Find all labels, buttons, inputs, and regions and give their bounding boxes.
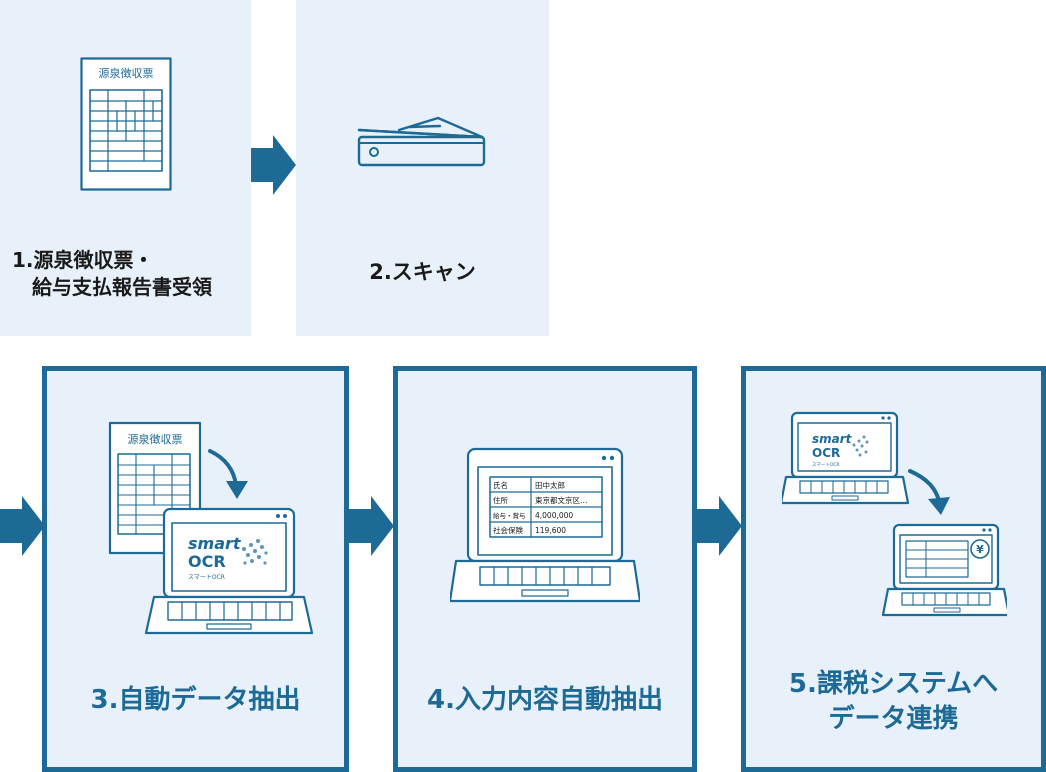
svg-text:源泉徴収票: 源泉徴収票 — [128, 432, 183, 446]
step-3-box: 源泉徴収票 smart OCR スマートOCR — [42, 366, 349, 772]
svg-text:スマートOCR: スマートOCR — [812, 462, 840, 468]
step-2-box: 2.スキャン — [296, 0, 549, 336]
svg-text:田中太郎: 田中太郎 — [535, 480, 565, 490]
withholding-slip-document-icon: 源泉徴収票 — [80, 57, 172, 191]
step-1-box: 源泉徴収票 1.源泉徴収票・ 給与支払報告書受領 — [0, 0, 251, 336]
svg-text:119,600: 119,600 — [535, 526, 566, 535]
svg-text:社会保険: 社会保険 — [493, 525, 523, 535]
arrow-right-icon — [0, 496, 45, 556]
ocr-to-tax-system-illustration: smart OCR スマートOCR ¥ — [782, 411, 1007, 617]
svg-text:住所: 住所 — [493, 495, 508, 505]
svg-text:OCR: OCR — [188, 552, 226, 571]
step-1-label: 1.源泉徴収票・ 給与支払報告書受領 — [12, 248, 212, 299]
svg-text:4,000,000: 4,000,000 — [535, 511, 573, 520]
svg-text:OCR: OCR — [812, 446, 840, 460]
svg-text:東京都文京区…: 東京都文京区… — [535, 495, 588, 505]
arrow-right-icon — [697, 496, 742, 556]
step-3-label: 3.自動データ抽出 — [90, 685, 301, 715]
svg-text:スマートOCR: スマートOCR — [188, 574, 225, 581]
step-5-label: 5.課税システムへ データ連携 — [788, 669, 999, 735]
step-4-box: 氏名 田中太郎 住所 東京都文京区… 給与・賞与 4,000,000 社会保険 … — [393, 366, 697, 772]
step-2-label: 2.スキャン — [369, 260, 476, 284]
svg-text:smart: smart — [188, 534, 242, 553]
laptop-table-illustration: 氏名 田中太郎 住所 東京都文京区… 給与・賞与 4,000,000 社会保険 … — [450, 447, 640, 603]
step-5-box: smart OCR スマートOCR ¥ — [741, 366, 1046, 772]
arrow-right-icon — [251, 135, 296, 195]
scanner-icon — [357, 116, 486, 167]
document-to-laptop-ocr-illustration: 源泉徴収票 smart OCR スマートOCR — [108, 421, 314, 635]
step-4-label: 4.入力内容自動抽出 — [427, 685, 663, 715]
svg-text:氏名: 氏名 — [493, 480, 508, 490]
svg-text:給与・賞与: 給与・賞与 — [493, 511, 526, 520]
svg-text:源泉徴収票: 源泉徴収票 — [99, 66, 154, 80]
arrow-right-icon — [349, 496, 394, 556]
svg-text:smart: smart — [812, 432, 853, 446]
svg-text:¥: ¥ — [976, 543, 984, 556]
